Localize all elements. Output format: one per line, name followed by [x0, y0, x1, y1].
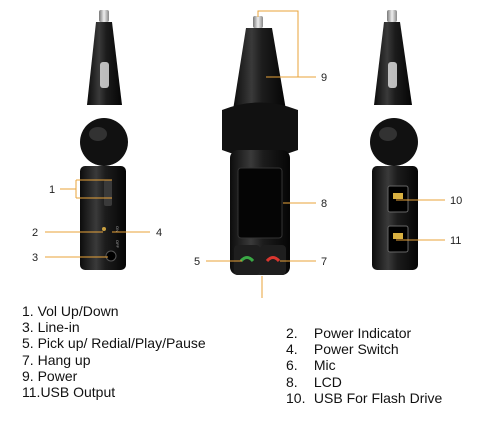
legend-item: 11.USB Output [22, 384, 116, 401]
legend-right: 2. Power Indicator 4. Power Switch 6. Mi… [286, 325, 442, 406]
legend-item: 2. Power Indicator [286, 325, 412, 341]
pickup-button-icon [239, 256, 255, 263]
callout-3: 3 [32, 252, 38, 264]
device-middle-front-view [222, 16, 298, 275]
callout-1: 1 [49, 184, 55, 196]
legend-left: 1. Vol Up/Down 3. Line-in 5. Pick up/ Re… [22, 303, 206, 400]
callout-7: 7 [321, 256, 327, 268]
callout-9: 9 [321, 72, 327, 84]
device-left-side-view: ON OFF [80, 10, 128, 270]
legend-item: 10. USB For Flash Drive [286, 389, 443, 406]
device-right-side-view [370, 10, 418, 270]
legend-item: 9. Power [22, 367, 78, 384]
callout-8: 8 [321, 198, 327, 210]
leader-lines [45, 10, 445, 298]
callout-10: 10 [450, 195, 462, 207]
legend-item: 5. Pick up/ Redial/Play/Pause [22, 335, 206, 352]
legend-item: 1. Vol Up/Down [22, 303, 119, 319]
svg-text:ON: ON [115, 226, 120, 232]
callout-numbers: 1 2 3 4 5 6 7 8 9 10 11 [32, 72, 462, 268]
hangup-button-icon [265, 256, 281, 263]
device-illustration: ON OFF [32, 10, 462, 298]
legend-item: 3. Line-in [22, 319, 80, 336]
callout-2: 2 [32, 227, 38, 239]
legend-item: 8. LCD [286, 373, 342, 390]
legend-item: 6. Mic [286, 357, 336, 374]
legend-item: 7. Hang up [22, 351, 91, 368]
callout-5: 5 [194, 256, 200, 268]
svg-text:OFF: OFF [115, 240, 120, 249]
callout-11: 11 [450, 235, 461, 247]
callout-4: 4 [156, 227, 162, 239]
legend-item: 4. Power Switch [286, 341, 399, 358]
